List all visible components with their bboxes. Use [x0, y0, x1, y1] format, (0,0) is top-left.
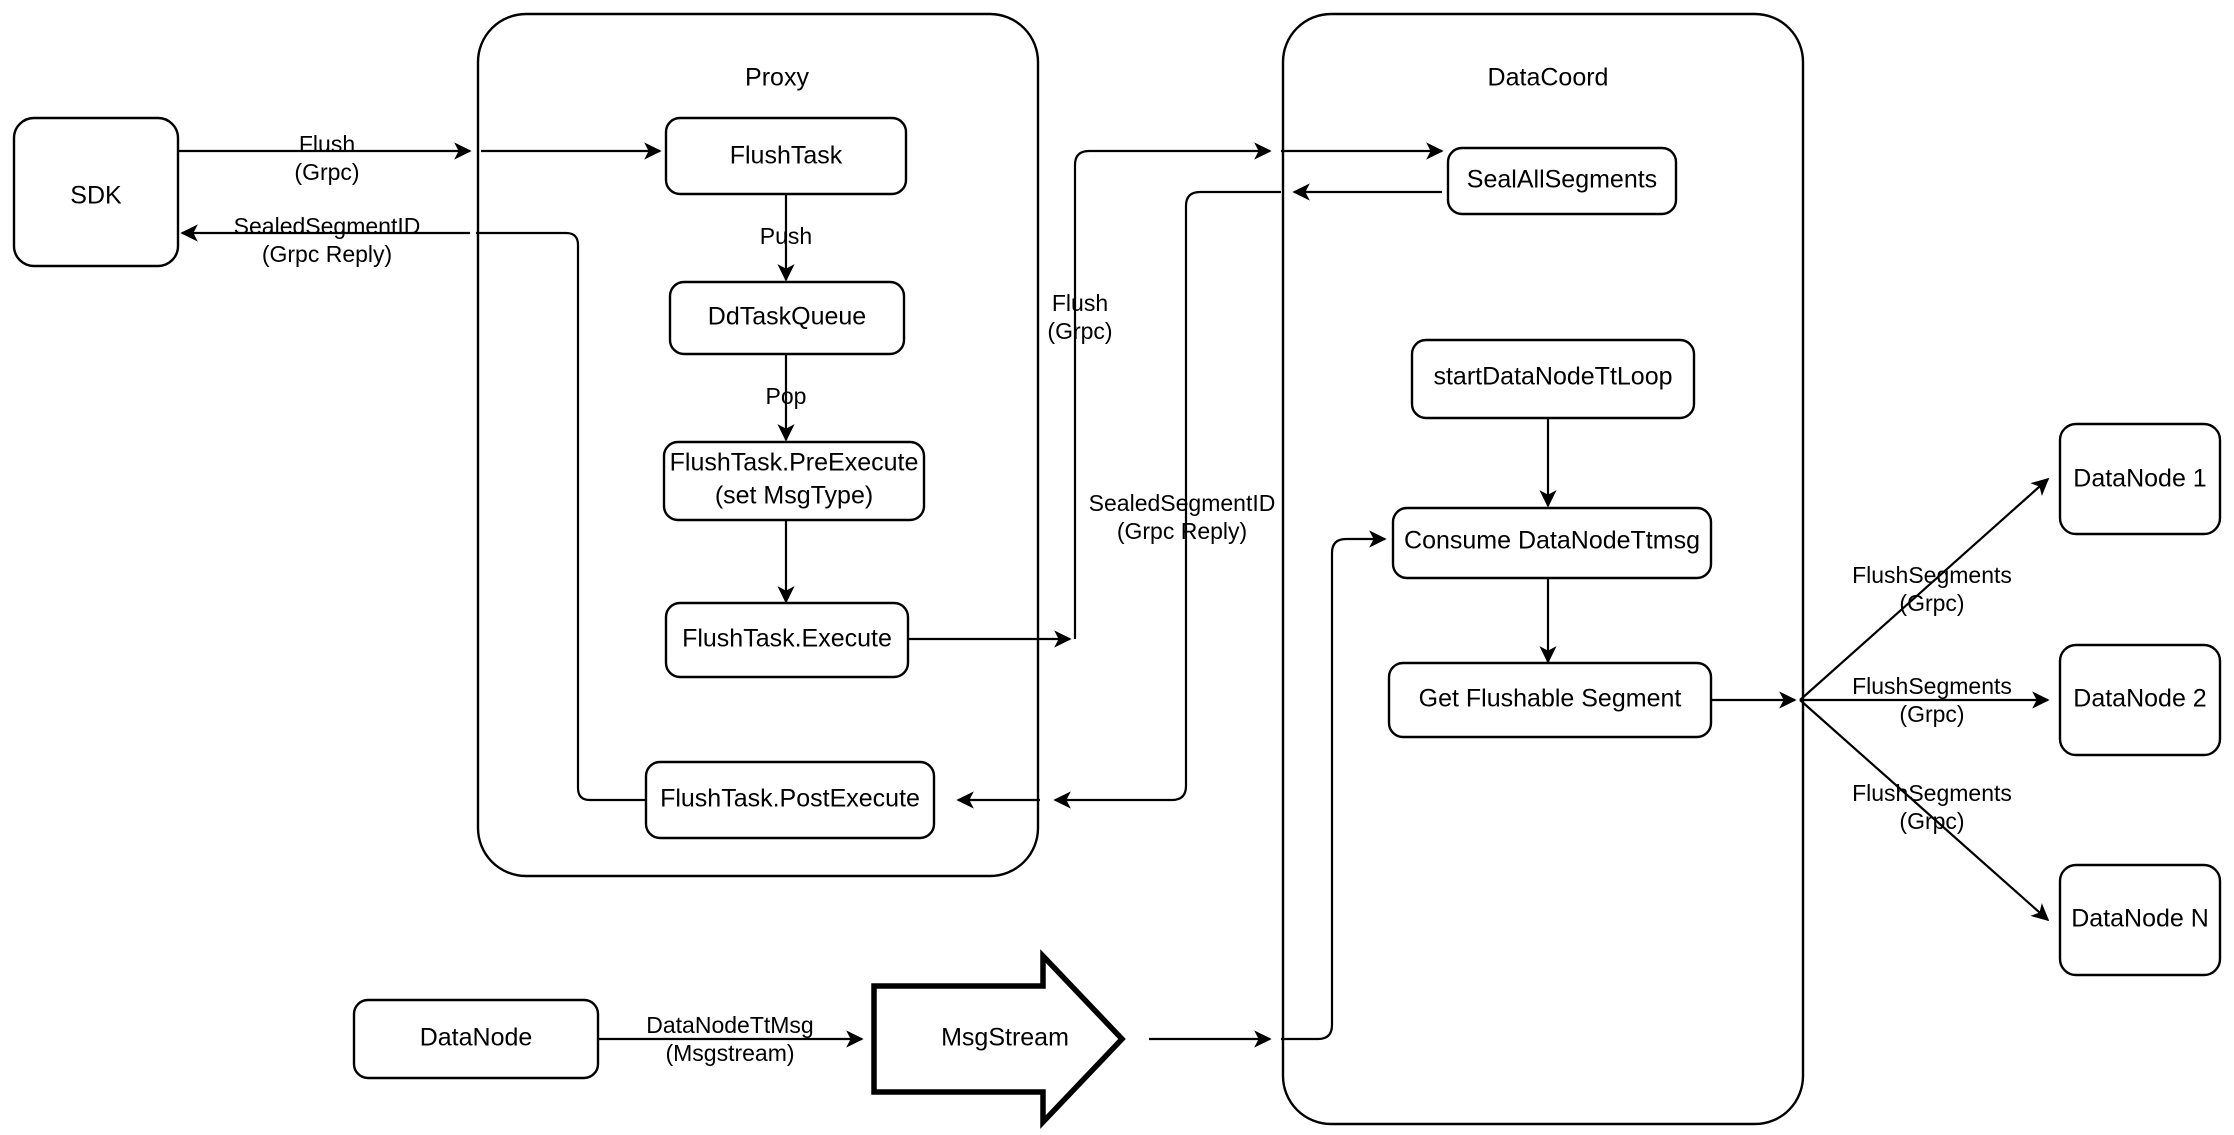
edge-label-flushsegments-1-line1: FlushSegments: [1852, 562, 2012, 588]
edge-sealedsegmentid-reply-to-postexecute: [1053, 190, 1281, 809]
node-msgstream[interactable]: [871, 949, 1126, 1129]
edge-label-flushsegments-n-line2: (Grpc): [1899, 808, 1964, 834]
node-get-flushable-segment-label: Get Flushable Segment: [1419, 685, 1682, 713]
edge-label-sdk-flush-line2: (Grpc): [294, 159, 359, 185]
node-datanode-n[interactable]: [2058, 863, 2222, 977]
node-msgstream-label: MsgStream: [941, 1024, 1069, 1052]
node-flushtask-postexecute[interactable]: [644, 760, 936, 840]
datacoord-group-title: DataCoord: [1488, 64, 1609, 92]
node-flushtask-preexecute-label-line1: FlushTask.PreExecute: [670, 449, 919, 477]
edge-label-sdk-reply-line1: SealedSegmentID: [234, 213, 421, 239]
edge-hub-to-datanode-n: [1799, 699, 2050, 922]
node-sdk[interactable]: [12, 116, 180, 268]
edge-label-sdk-reply-line2: (Grpc Reply): [262, 241, 392, 267]
node-start-datanode-tt-loop-label: startDataNodeTtLoop: [1433, 363, 1672, 391]
node-flushtask-execute-label: FlushTask.Execute: [682, 625, 892, 653]
node-flushtask-label: FlushTask: [730, 142, 843, 170]
node-sealallsegments-label: SealAllSegments: [1467, 166, 1657, 194]
node-flushtask-preexecute-label-line2: (set MsgType): [715, 482, 873, 510]
node-datanode-1-label: DataNode 1: [2073, 465, 2206, 493]
edge-label-proxy-flush-line1: Flush: [1052, 290, 1108, 316]
node-consume-datanode-ttmsg-label: Consume DataNodeTtmsg: [1404, 527, 1700, 555]
node-flushtask[interactable]: [664, 116, 908, 196]
node-datanode-producer[interactable]: [352, 998, 600, 1080]
node-datanode-n-label: DataNode N: [2071, 905, 2209, 933]
edge-label-flushsegments-1-line2: (Grpc): [1899, 590, 1964, 616]
edge-hub-to-datanode-1: [1799, 477, 2050, 701]
node-consume-datanode-ttmsg[interactable]: [1391, 506, 1713, 580]
node-sdk-label: SDK: [70, 182, 122, 210]
node-get-flushable-segment[interactable]: [1387, 661, 1713, 739]
edge-label-datanode-ttmsg-line1: DataNodeTtMsg: [646, 1012, 813, 1038]
node-sealallsegments[interactable]: [1446, 146, 1678, 216]
edge-flush-grpc-to-datacoord: [1073, 142, 1272, 639]
node-datanode-1[interactable]: [2058, 422, 2222, 536]
datacoord-group-container: [1281, 12, 1805, 1126]
edge-label-flushsegments-n-line1: FlushSegments: [1852, 780, 2012, 806]
node-datanode-producer-label: DataNode: [420, 1024, 533, 1052]
proxy-group-title: Proxy: [745, 64, 809, 92]
node-flushtask-postexecute-label: FlushTask.PostExecute: [660, 785, 920, 813]
edge-label-proxy-flush-line2: (Grpc): [1047, 318, 1112, 344]
edge-postexecute-to-proxy-exit: [476, 231, 648, 802]
node-start-datanode-tt-loop[interactable]: [1410, 338, 1696, 420]
node-datanode-2-label: DataNode 2: [2073, 685, 2206, 713]
edge-label-push: Push: [760, 223, 812, 249]
edge-label-flushsegments-2-line2: (Grpc): [1899, 701, 1964, 727]
edge-label-pop: Pop: [766, 383, 807, 409]
node-datanode-2[interactable]: [2058, 643, 2222, 757]
edge-label-flushsegments-2-line1: FlushSegments: [1852, 673, 2012, 699]
edge-label-proxy-reply-line2: (Grpc Reply): [1117, 518, 1247, 544]
edge-label-sdk-flush-line1: Flush: [299, 131, 355, 157]
node-flushtask-execute[interactable]: [664, 601, 910, 679]
edge-datacoord-ttmsg-to-consume: [1281, 530, 1387, 1041]
edge-label-datanode-ttmsg-line2: (Msgstream): [665, 1040, 794, 1066]
edge-label-proxy-reply-line1: SealedSegmentID: [1089, 490, 1276, 516]
node-flushtask-preexecute[interactable]: [662, 440, 926, 522]
node-ddtaskqueue-label: DdTaskQueue: [708, 303, 866, 331]
proxy-group-container: [476, 12, 1040, 878]
node-ddtaskqueue[interactable]: [668, 280, 906, 356]
